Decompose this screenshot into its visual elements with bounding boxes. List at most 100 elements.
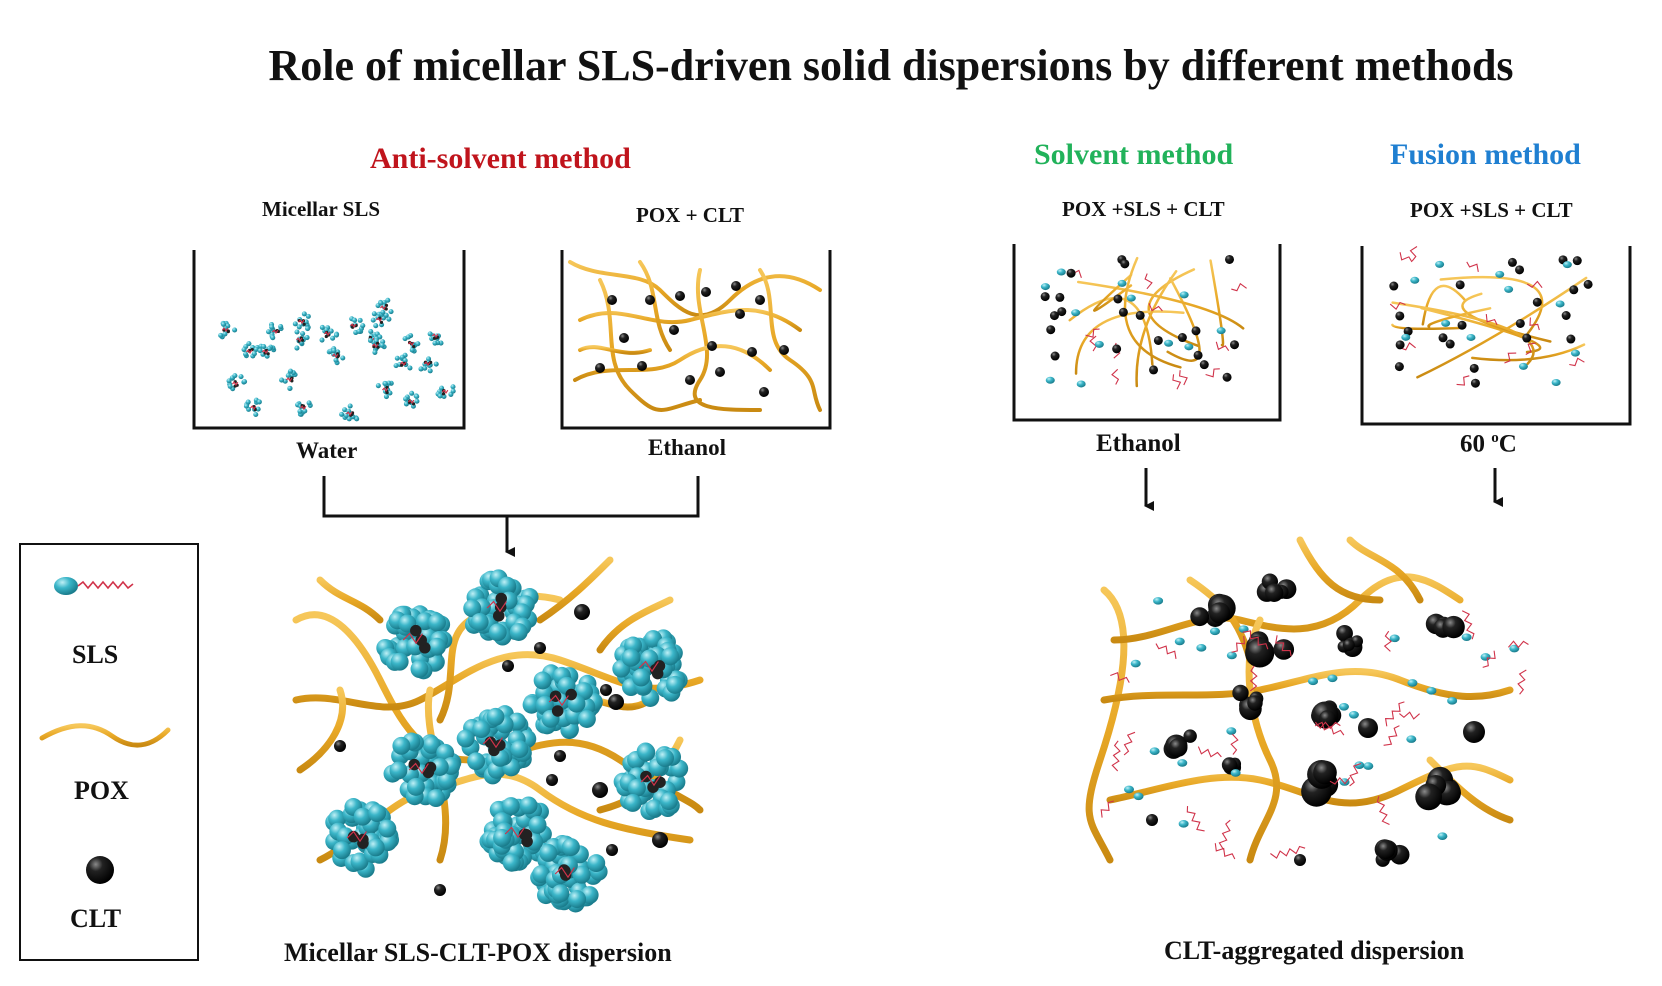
micelle [530, 834, 608, 913]
polymer-chain-icon [39, 723, 171, 748]
surfactant-head [1466, 333, 1476, 341]
micelle [349, 316, 366, 336]
drug-particle [608, 694, 624, 710]
polymer-drug-in-ethanol [568, 260, 822, 412]
result-caption-left: Micellar SLS-CLT-POX dispersion [284, 938, 672, 967]
drug-particle [595, 363, 605, 373]
drug-particle [1199, 360, 1209, 370]
drug-particle [1055, 292, 1065, 302]
surfactant-head [1389, 634, 1400, 643]
micelle [522, 664, 603, 740]
surfactant-tail [1186, 806, 1205, 832]
drug-particle [1395, 311, 1405, 321]
drug-particle [1193, 350, 1203, 360]
drug-particle [1046, 325, 1056, 335]
polymer-chain [758, 268, 822, 412]
drug-aggregate [1245, 631, 1295, 668]
polymer-chain [1123, 256, 1182, 369]
surfactant-head [1406, 735, 1417, 743]
drug-particle [747, 347, 757, 357]
drug-particle [1318, 710, 1336, 728]
micelle [241, 341, 260, 359]
surfactant-head [1509, 644, 1520, 653]
surfactant-tail [1314, 721, 1345, 736]
surfactant-head [1126, 294, 1136, 302]
drug-aggregate [1232, 684, 1264, 721]
surfactant-tail [1349, 762, 1362, 787]
beaker-micellar-sls [192, 250, 466, 430]
drug-particle [1049, 311, 1059, 321]
drug-particle [1149, 365, 1159, 375]
surfactant-head [1354, 761, 1365, 769]
surfactant-head [1153, 597, 1164, 605]
drug-particle [637, 361, 647, 371]
surfactant-head [1056, 268, 1066, 276]
drug-particle [1415, 783, 1443, 811]
surfactant-tail [1400, 342, 1416, 351]
pox-clt-label: POX + CLT [636, 203, 745, 227]
drug-particle [606, 844, 618, 856]
solvent-mix-label: POX +SLS + CLT [1062, 197, 1225, 221]
surfactant-head [1435, 260, 1445, 268]
micelle [456, 705, 537, 785]
legend-label-pox: POX [74, 776, 129, 805]
surfactant-tail [1123, 731, 1136, 756]
surfactant-tail [1197, 746, 1222, 758]
surfactant-head [1045, 376, 1055, 384]
drug-aggregate [1425, 613, 1465, 639]
mixing-connector [322, 476, 700, 557]
polymer-chain [638, 260, 672, 352]
surfactant-head [1177, 759, 1188, 767]
surfactant-head [1410, 276, 1420, 284]
fusion-mixture-content [1389, 246, 1593, 388]
surfactant-tail [1089, 335, 1097, 352]
surfactant-tail [1148, 303, 1163, 312]
drug-particle [1113, 294, 1123, 304]
drug-particle [701, 287, 711, 297]
drug-particle [1232, 684, 1249, 702]
drug-particle [1153, 335, 1163, 345]
drug-particle [1522, 333, 1532, 343]
drug-aggregate [1301, 759, 1339, 807]
drug-particle [1463, 721, 1485, 743]
surfactant-head [1480, 653, 1491, 661]
drug-particle [1389, 281, 1399, 291]
polymer-chain [1391, 323, 1466, 331]
legend-box [19, 543, 199, 961]
micelle [435, 384, 456, 399]
polymer-chain [1100, 667, 1514, 704]
drug-particle [1247, 695, 1263, 711]
surfactant-tail [1504, 352, 1517, 364]
drug-particle [1066, 268, 1076, 278]
surfactant-tail [1231, 282, 1247, 292]
surfactant-tail [1205, 368, 1220, 378]
drug-particle [1190, 607, 1210, 627]
surfactant-head [1209, 627, 1220, 636]
surfactant-head [1327, 674, 1338, 683]
drug-particle [1455, 280, 1465, 290]
surfactant-icon [54, 577, 134, 595]
surfactant-tail [1111, 740, 1121, 772]
surfactant-head [1179, 291, 1189, 299]
drug-particle [1336, 624, 1353, 642]
drug-particle [1583, 279, 1593, 289]
micelle [427, 331, 444, 346]
surfactant-tail [1409, 246, 1418, 262]
surfactant-head [1461, 633, 1472, 642]
surfactant-tail [1383, 725, 1400, 746]
polymer-chain [1439, 275, 1544, 335]
surfactant-head [1226, 727, 1237, 735]
polymer-chain [1076, 280, 1245, 330]
drug-particle [1118, 307, 1128, 317]
drug-particle [1566, 334, 1576, 344]
micelle [418, 356, 439, 374]
polymer-chain [1074, 310, 1185, 375]
drug-particle [1209, 602, 1231, 624]
drug-particle [645, 295, 655, 305]
drug-particle [1515, 318, 1525, 328]
micelle [383, 732, 462, 808]
drug-particle [546, 774, 558, 786]
polymer-chain [1296, 536, 1384, 604]
surfactant-tail [1230, 733, 1239, 755]
surfactant-tail [1215, 341, 1230, 352]
